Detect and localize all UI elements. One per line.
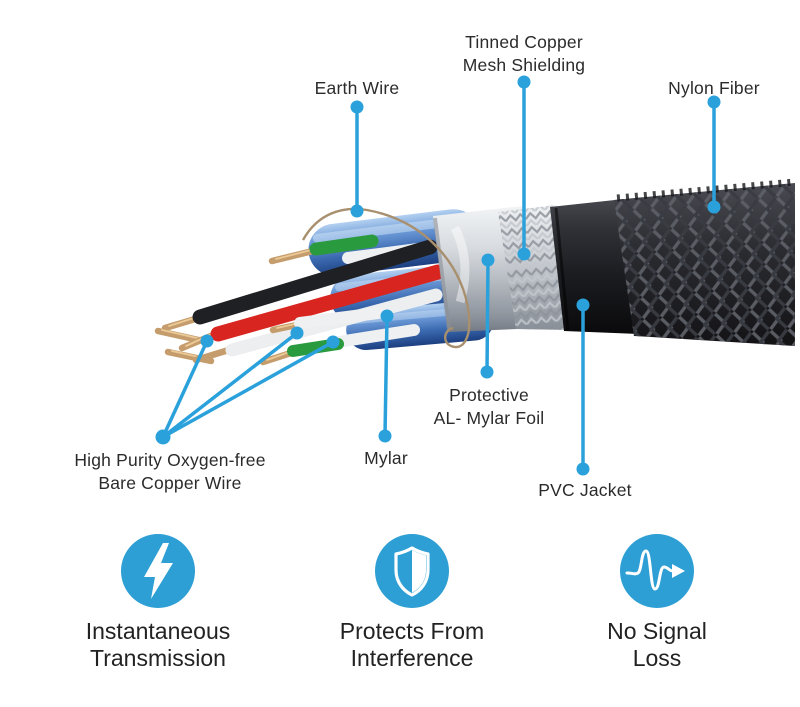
feature-instantaneous: [120, 533, 196, 609]
feature-label-no-signal-loss: No Signal Loss: [607, 618, 707, 672]
label-foil-line1: Protective: [449, 385, 529, 405]
inner-wires: [154, 234, 446, 366]
nylon-braid-section: [614, 178, 796, 346]
pvc-section: [550, 199, 640, 334]
feature-no-signal-loss: [619, 533, 695, 609]
label-mylar: Mylar: [364, 448, 408, 468]
leader-earth-wire: [350, 100, 364, 218]
label-copper-line1: High Purity Oxygen-free: [74, 450, 266, 470]
label-foil-line2: AL- Mylar Foil: [433, 408, 545, 428]
feature-label-protects: Protects From Interference: [340, 618, 484, 672]
shield-icon: [375, 534, 449, 608]
feature-label-instantaneous: Instantaneous Transmission: [86, 618, 231, 672]
leader-copper: [155, 326, 340, 445]
feature-label-line: Loss: [632, 645, 682, 671]
leader-lines: [155, 75, 721, 476]
feature-label-line: Instantaneous: [85, 618, 231, 644]
label-nylon-fiber: Nylon Fiber: [668, 78, 760, 98]
lightning-icon: [121, 534, 195, 608]
leader-nylon: [707, 95, 721, 214]
leader-foil: [480, 253, 495, 379]
feature-label-line: Protects From: [339, 618, 485, 644]
label-pvc-jacket: PVC Jacket: [538, 480, 632, 500]
leader-mylar: [378, 309, 394, 443]
feature-label-line: No Signal: [607, 618, 707, 644]
label-bare-copper: High Purity Oxygen-free Bare Copper Wire: [74, 449, 265, 495]
label-mesh-line2: Mesh Shielding: [462, 55, 586, 75]
label-copper-line2: Bare Copper Wire: [98, 473, 242, 493]
feature-label-line: Interference: [350, 645, 474, 671]
signal-wave-icon: [620, 534, 694, 608]
feature-label-line: Transmission: [90, 645, 226, 671]
label-mesh-shielding: Tinned Copper Mesh Shielding: [463, 31, 585, 77]
label-al-mylar-foil: Protective AL- Mylar Foil: [434, 384, 545, 430]
label-mesh-line1: Tinned Copper: [465, 32, 583, 52]
label-earth-wire: Earth Wire: [314, 78, 400, 98]
leader-pvc: [576, 298, 590, 476]
feature-protects: [374, 533, 450, 609]
leader-mesh: [517, 75, 531, 261]
mesh-section: [498, 205, 570, 330]
